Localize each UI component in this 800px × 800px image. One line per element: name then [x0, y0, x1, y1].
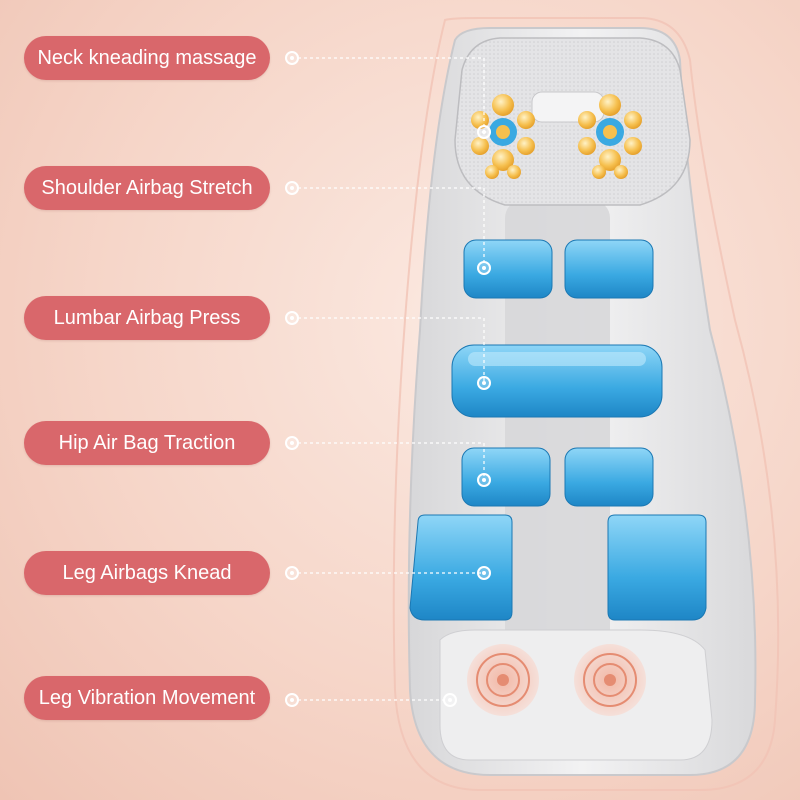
label-text: Shoulder Airbag Stretch: [41, 176, 253, 199]
mat-halo: [392, 17, 780, 791]
callout-dot-icon: [477, 376, 491, 390]
callout-dot-icon: [477, 473, 491, 487]
shoulder-airbag-right: [564, 239, 654, 299]
callout-dot-icon: [285, 566, 299, 580]
callout-dot-icon: [285, 51, 299, 65]
vibration-icon: [574, 644, 646, 716]
right-kneading-cluster: [578, 94, 642, 179]
label-text: Leg Airbags Knead: [62, 561, 232, 584]
label-hip-airbag: Hip Air Bag Traction: [24, 421, 270, 465]
left-kneading-cluster: [471, 94, 535, 179]
callout-dot-icon: [477, 261, 491, 275]
lumbar-airbag-highlight: [468, 352, 646, 366]
label-leg-vibration: Leg Vibration Movement: [24, 676, 270, 720]
label-leg-airbags: Leg Airbags Knead: [24, 551, 270, 595]
label-text: Neck kneading massage: [37, 46, 257, 69]
callout-dot-icon: [477, 125, 491, 139]
callout-dot-icon: [285, 181, 299, 195]
leg-airbag-right: [607, 514, 707, 621]
label-text: Lumbar Airbag Press: [53, 306, 241, 329]
hip-airbag-right: [564, 447, 654, 507]
leg-airbag-left: [409, 514, 513, 621]
callout-lines: [298, 57, 485, 701]
label-lumbar-airbag: Lumbar Airbag Press: [24, 296, 270, 340]
callout-dot-icon: [285, 311, 299, 325]
label-text: Hip Air Bag Traction: [58, 431, 236, 454]
mat-spine-strip: [505, 200, 610, 700]
callout-dot-icon: [477, 566, 491, 580]
vibration-icon: [467, 644, 539, 716]
callout-dot-icon: [285, 436, 299, 450]
callout-dot-icon: [285, 693, 299, 707]
shoulder-airbag-left: [463, 239, 553, 299]
hip-airbag-left: [461, 447, 551, 507]
label-text: Leg Vibration Movement: [38, 686, 256, 709]
label-shoulder-airbag: Shoulder Airbag Stretch: [24, 166, 270, 210]
callout-dot-icon: [443, 693, 457, 707]
label-neck-kneading: Neck kneading massage: [24, 36, 270, 80]
